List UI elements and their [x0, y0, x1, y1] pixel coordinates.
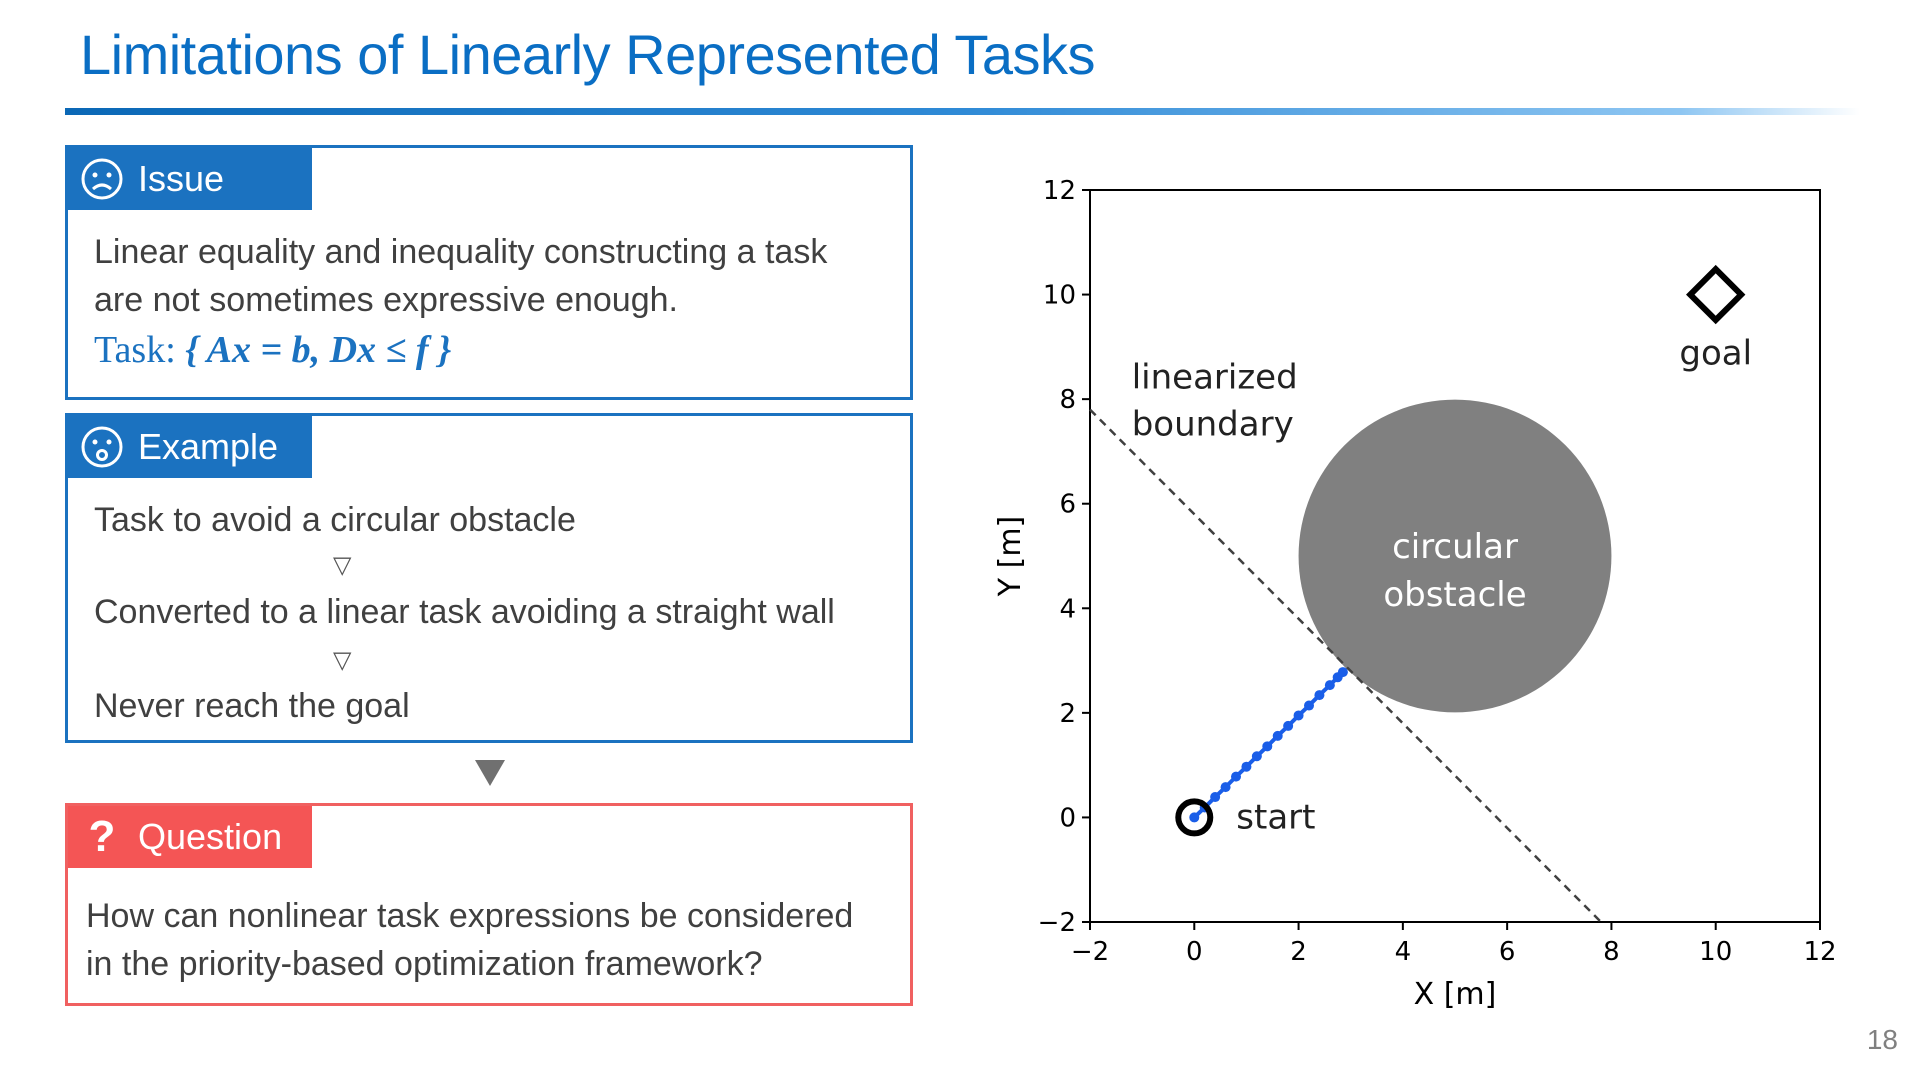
trajectory-point	[1337, 667, 1348, 678]
trajectory-chart: −2 0 2 4 6 8 10 12 −2 0 2 4 6 8 10 12 circular obstacle…	[993, 176, 1837, 1012]
slide-title: Limitations of Linearly Represented Task…	[80, 23, 1096, 86]
example-step-3: Never reach the goal	[94, 687, 410, 725]
y-axis-label: Y [m]	[993, 516, 1028, 598]
x-tick-label: 2	[1290, 937, 1307, 967]
trajectory-point	[1314, 690, 1325, 701]
linearized-boundary-line	[1089, 408, 1602, 923]
x-axis-label: X [m]	[1414, 977, 1497, 1012]
obstacle-label-line-2: obstacle	[1383, 575, 1526, 615]
question-panel: ? Question How can nonlinear task expres…	[65, 803, 913, 1006]
example-step-2: Converted to a linear task avoiding a st…	[94, 593, 835, 631]
trajectory-point	[1293, 710, 1304, 721]
example-step-1: Task to avoid a circular obstacle	[94, 501, 576, 539]
example-heading: Example	[138, 426, 279, 467]
title-divider	[65, 108, 1860, 115]
y-tick-label: 6	[1059, 490, 1076, 520]
issue-line-1: Linear equality and inequality construct…	[94, 233, 828, 271]
question-tab: ? Question	[68, 806, 312, 868]
trajectory-point	[1324, 680, 1335, 691]
task-math: { Ax = b, Dx ≤ f }	[185, 329, 452, 371]
issue-heading: Issue	[138, 158, 225, 199]
issue-panel: Issue Linear equality and inequality con…	[65, 145, 913, 400]
circular-obstacle	[1298, 399, 1612, 713]
start-label: start	[1236, 797, 1315, 837]
trajectory-point	[1189, 812, 1200, 823]
surprised-face-icon	[78, 423, 126, 471]
trajectory-point	[1272, 730, 1283, 741]
trajectory-point	[1283, 720, 1294, 731]
x-tick-label: 6	[1499, 937, 1516, 967]
y-tick-label: 8	[1059, 385, 1076, 415]
x-tick-label: 4	[1395, 937, 1412, 967]
trajectory-point	[1231, 771, 1241, 782]
issue-line-2: are not sometimes expressive enough.	[94, 281, 678, 319]
trajectory-point	[1304, 700, 1314, 711]
y-tick-label: −2	[1038, 908, 1076, 938]
trajectory-line	[1192, 670, 1345, 819]
trajectory-point	[1220, 782, 1231, 793]
x-tick-label: −2	[1071, 937, 1109, 967]
task-formula: Task: { Ax = b, Dx ≤ f }	[94, 326, 451, 374]
down-arrow-icon	[475, 760, 505, 786]
y-tick-label: 0	[1059, 803, 1076, 833]
y-tick-label: 10	[1043, 281, 1076, 311]
question-line-1: How can nonlinear task expressions be co…	[86, 897, 854, 935]
goal-label: goal	[1679, 334, 1752, 374]
trajectory-point	[1262, 741, 1273, 752]
x-tick-label: 8	[1603, 937, 1620, 967]
question-line-2: in the priority-based optimization frame…	[86, 945, 763, 983]
question-heading: Question	[138, 816, 283, 857]
goal-marker	[1686, 264, 1746, 325]
obstacle-label-line-1: circular	[1392, 527, 1518, 567]
page-number: 18	[1866, 1024, 1898, 1055]
issue-tab: Issue	[68, 148, 312, 210]
x-tick-label: 0	[1186, 937, 1203, 967]
boundary-label-line-2: boundary	[1132, 405, 1294, 445]
start-marker	[1175, 798, 1214, 837]
task-prefix: Task:	[94, 329, 176, 371]
boundary-label-line-1: linearized	[1132, 358, 1298, 398]
trajectory-point	[1251, 751, 1262, 762]
x-tick-label: 12	[1803, 937, 1836, 967]
y-tick-label: 2	[1059, 699, 1076, 729]
plot-frame	[1089, 189, 1821, 923]
trajectory	[1189, 667, 1348, 823]
example-tab: Example	[68, 416, 312, 478]
y-tick-label: 12	[1043, 176, 1076, 206]
down-arrow-icon: ▽	[333, 552, 352, 579]
trajectory-point	[1210, 792, 1221, 803]
question-mark-icon: ?	[88, 812, 116, 861]
y-tick-label: 4	[1059, 594, 1076, 624]
down-arrow-icon: ▽	[333, 647, 352, 674]
example-panel: Example Task to avoid a circular obstacl…	[65, 413, 913, 743]
axis-ticks: −2 0 2 4 6 8 10 12 −2 0 2 4 6 8 10 12	[1038, 176, 1837, 967]
trajectory-point	[1241, 761, 1252, 772]
worried-face-icon	[78, 155, 126, 203]
x-tick-label: 10	[1699, 937, 1732, 967]
